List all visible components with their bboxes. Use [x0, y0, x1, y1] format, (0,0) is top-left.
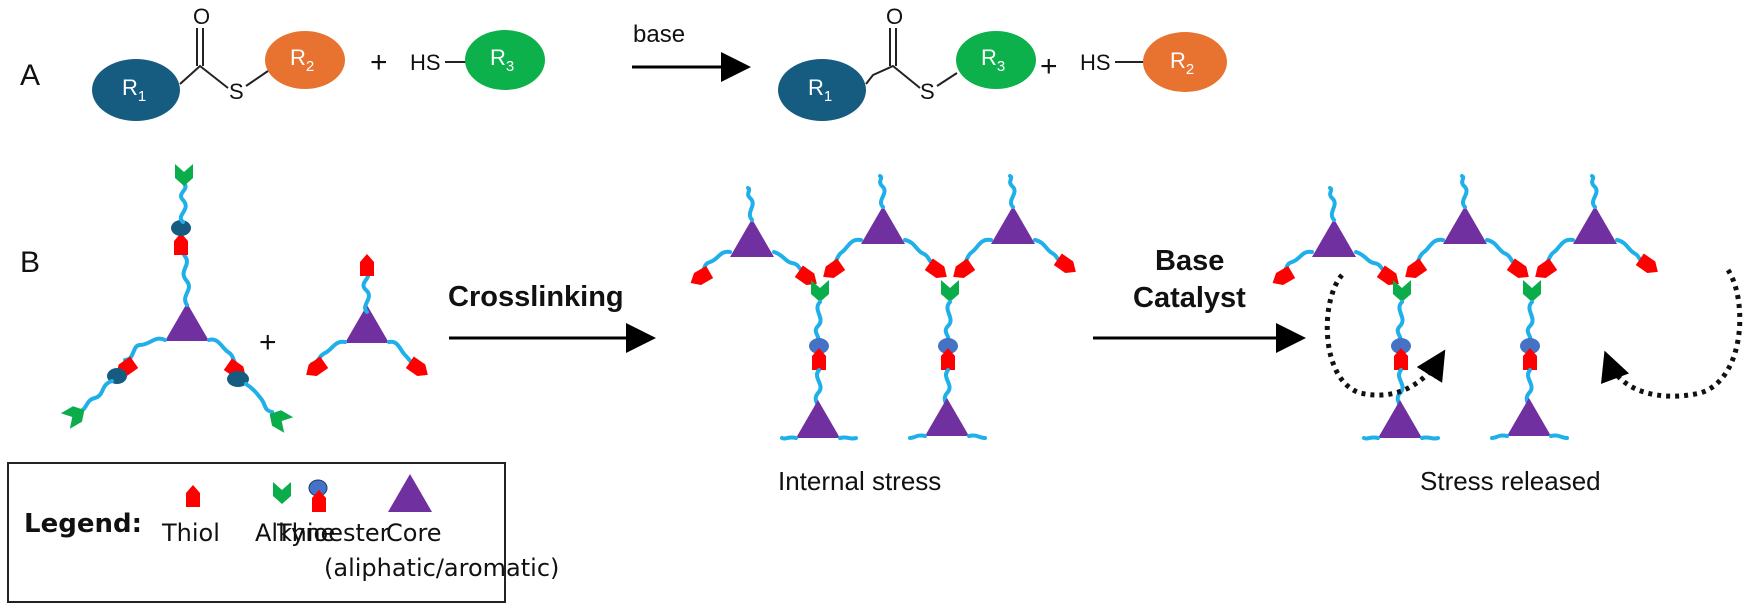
panel-b-letter: B — [20, 246, 40, 279]
stress-released-caption: Stress released — [1420, 466, 1601, 496]
chain — [746, 186, 755, 222]
legend-label-thiol: Thiol — [161, 519, 220, 547]
chain — [967, 433, 987, 440]
legend: Legend: Thiol Alkyne Thioester Core (ali… — [7, 462, 559, 603]
alkyne-icon — [811, 280, 829, 302]
crosslinking-label: Crosslinking — [448, 281, 624, 313]
chain — [813, 300, 823, 342]
legend-sublabel-core: (aliphatic/aromatic) — [324, 554, 559, 582]
r3-ellipse — [465, 30, 545, 90]
thioester-cap-icon — [171, 220, 191, 236]
hs-group: HS — [1080, 50, 1111, 75]
sulfur-atom: S — [920, 79, 935, 104]
carbonyl-oxygen: O — [193, 4, 210, 29]
thiol-icon — [949, 258, 976, 283]
core-icon — [796, 400, 840, 438]
alkyne-thioester-monomer — [60, 164, 294, 433]
r2-label: R2 — [1170, 48, 1194, 78]
thiol-icon — [302, 356, 329, 381]
thiol-icon — [819, 258, 846, 283]
chain — [181, 253, 191, 307]
r2-label: R2 — [290, 45, 314, 75]
bond-c — [865, 64, 921, 89]
chain — [780, 435, 798, 441]
chain — [361, 271, 371, 314]
base-catalyst-label-line2: Catalyst — [1133, 282, 1246, 314]
r3-label: R3 — [490, 45, 514, 75]
thiol-monomer — [302, 254, 432, 381]
product-thioester: R1 O S R3 — [778, 4, 1036, 121]
network-internal-stress — [687, 174, 1080, 441]
core-icon — [165, 303, 209, 341]
chain — [838, 435, 858, 441]
sulfur-atom: S — [229, 79, 244, 104]
exchange-arrow-left — [1324, 273, 1446, 398]
core-icon — [925, 398, 969, 436]
internal-stress-caption: Internal stress — [778, 466, 941, 496]
core-icon — [730, 219, 774, 257]
plus-sign: + — [370, 46, 388, 79]
chain — [76, 379, 114, 414]
chain — [123, 336, 167, 362]
legend-box — [7, 462, 506, 603]
bond-c — [179, 64, 229, 89]
r3-ellipse — [956, 31, 1036, 89]
exchange-arrow-right — [1601, 268, 1743, 399]
hs-group: HS — [410, 50, 441, 75]
reactant-thioester: R1 O S R2 — [92, 4, 345, 121]
carbonyl-bond — [889, 28, 897, 66]
chain — [772, 250, 807, 274]
thiol-icon — [174, 233, 188, 255]
carbonyl-bond — [196, 28, 204, 66]
thioester-cap-icon — [938, 338, 958, 354]
bond-s-r2 — [245, 70, 269, 87]
chain — [1008, 174, 1017, 209]
r1-label: R1 — [122, 75, 146, 105]
r3-label: R3 — [981, 45, 1005, 75]
alkyne-icon — [941, 280, 959, 302]
chain — [908, 433, 927, 440]
chain — [244, 382, 274, 414]
base-label: base — [633, 21, 685, 48]
carbonyl-oxygen: O — [886, 4, 903, 29]
core-icon — [861, 206, 905, 244]
chain — [1033, 238, 1064, 264]
chain — [878, 174, 887, 209]
legend-label-core: Core — [386, 519, 442, 547]
chain — [903, 238, 937, 267]
base-catalyst-label-line1: Base — [1155, 245, 1224, 277]
product-thiol: HS R2 — [1080, 32, 1227, 92]
chain — [387, 339, 416, 366]
panel-a-letter: A — [20, 59, 40, 92]
thioester-cap-icon — [809, 338, 829, 354]
legend-label-alkyne: Alkyne — [255, 519, 335, 547]
r2-ellipse — [265, 31, 345, 89]
core-icon — [991, 206, 1035, 244]
r1-ellipse — [778, 59, 866, 121]
legend-label-thioester: Thioester — [276, 519, 390, 547]
plus-sign: + — [1040, 50, 1058, 83]
bond-s-r3 — [936, 72, 958, 87]
thiol-icon — [360, 254, 374, 276]
thiol-icon — [687, 265, 714, 290]
plus-sign: + — [259, 326, 277, 359]
network-stress-released — [1269, 176, 1662, 439]
alkyne-icon — [175, 164, 193, 186]
chain — [178, 181, 188, 224]
legend-title: Legend: — [24, 509, 142, 539]
chain — [943, 300, 953, 342]
r1-label: R1 — [808, 75, 832, 105]
r2-ellipse — [1143, 32, 1227, 92]
thioester-cap-icon — [227, 371, 249, 387]
r1-ellipse — [92, 59, 180, 121]
reactant-thiol: HS R3 — [410, 30, 545, 90]
